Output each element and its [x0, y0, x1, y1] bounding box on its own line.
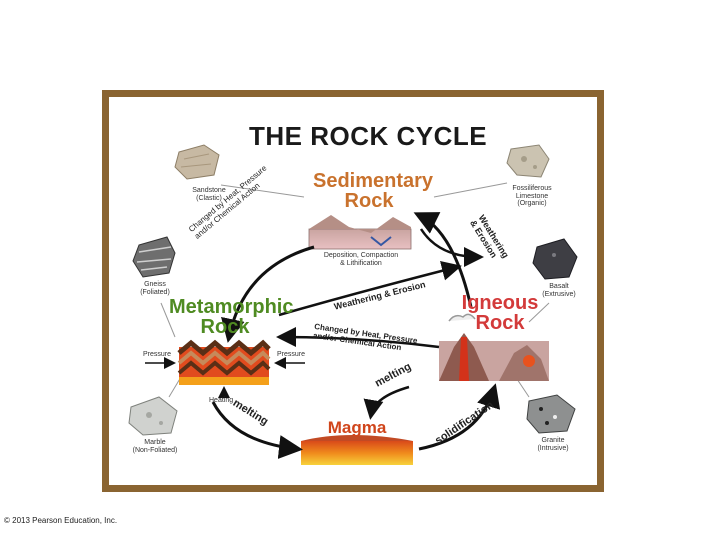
limestone-name-2: Limestone: [515, 192, 549, 200]
sandstone-name: Sandstone: [192, 187, 226, 194]
limestone-sample: [506, 144, 550, 178]
sandstone-sample: [174, 144, 220, 180]
metamorphic-cross-section: [177, 339, 271, 385]
pressure-label-right: Pressure: [277, 351, 306, 358]
arrow-ign-to-magma: [363, 385, 410, 420]
gneiss-name: Gneiss: [144, 281, 166, 288]
sedimentary-cross-section: [308, 215, 412, 250]
igneous-volcano-scene: [439, 313, 549, 381]
marble-type: (Non-Foliated): [132, 446, 178, 454]
basalt-name: Basalt: [549, 283, 569, 290]
basalt-type: (Extrusive): [542, 290, 576, 298]
limestone-type: (Organic): [517, 200, 547, 208]
granite-type: (Intrusive): [537, 444, 569, 452]
pressure-label-left: Pressure: [143, 351, 172, 358]
sedimentary-rock-word: Rock: [344, 190, 394, 212]
marble-sample: [128, 396, 178, 436]
heating-label: Heating: [209, 397, 234, 404]
deposition-label: Deposition, Compaction & Lithification: [315, 252, 407, 267]
arrow-sed-to-meta: [221, 245, 315, 343]
limestone-name-1: Fossiliferous: [512, 185, 552, 192]
arrow-meta-to-magma: [211, 401, 303, 459]
magma-band: [301, 435, 413, 465]
gneiss-sample: [132, 236, 176, 278]
igneous-rock-word: Rock: [475, 312, 525, 334]
arrow-ign-to-sed: [413, 212, 473, 308]
diagram-title: THE ROCK CYCLE: [249, 121, 488, 151]
arrow-sed-to-ign: [419, 228, 484, 267]
metamorphic-word: Metamorphic: [169, 296, 294, 318]
arrow-ign-to-meta: [276, 327, 440, 349]
granite-caption: Granite (Intrusive): [523, 437, 583, 452]
arrow-meta-to-sed: [278, 261, 462, 317]
diagram-graphics: [128, 144, 578, 465]
diagram-frame: THE ROCK CYCLE Sedimentary Rock Metamorp…: [102, 90, 604, 492]
basalt-sample: [532, 238, 578, 280]
granite-sample: [526, 394, 576, 434]
marble-name: Marble: [144, 439, 166, 446]
arrow-magma-to-ign: [418, 383, 501, 451]
magma-label: Magma: [327, 418, 387, 437]
gneiss-caption: Gneiss (Foliated): [129, 281, 181, 296]
sedimentary-rock-label: Sedimentary Rock: [313, 170, 434, 212]
gneiss-type: (Foliated): [140, 288, 170, 296]
deposition-line-1: Deposition, Compaction: [323, 252, 399, 259]
igneous-word: Igneous: [461, 292, 539, 314]
basalt-caption: Basalt (Extrusive): [531, 283, 587, 298]
marble-caption: Marble (Non-Foliated): [125, 439, 185, 454]
deposition-line-2: & Lithification: [340, 259, 382, 267]
metamorphic-rock-word: Rock: [200, 316, 250, 338]
diagram-panel: THE ROCK CYCLE Sedimentary Rock Metamorp…: [109, 97, 597, 485]
granite-name: Granite: [541, 437, 565, 444]
sedimentary-word: Sedimentary: [313, 170, 434, 192]
sandstone-type: (Clastic): [196, 194, 222, 202]
metamorphic-rock-label: Metamorphic Rock: [169, 296, 294, 338]
copyright-text: © 2013 Pearson Education, Inc.: [4, 516, 118, 525]
sandstone-caption: Sandstone (Clastic): [179, 187, 239, 202]
limestone-caption: Fossiliferous Limestone (Organic): [501, 185, 563, 208]
igneous-rock-label: Igneous Rock: [455, 293, 545, 333]
